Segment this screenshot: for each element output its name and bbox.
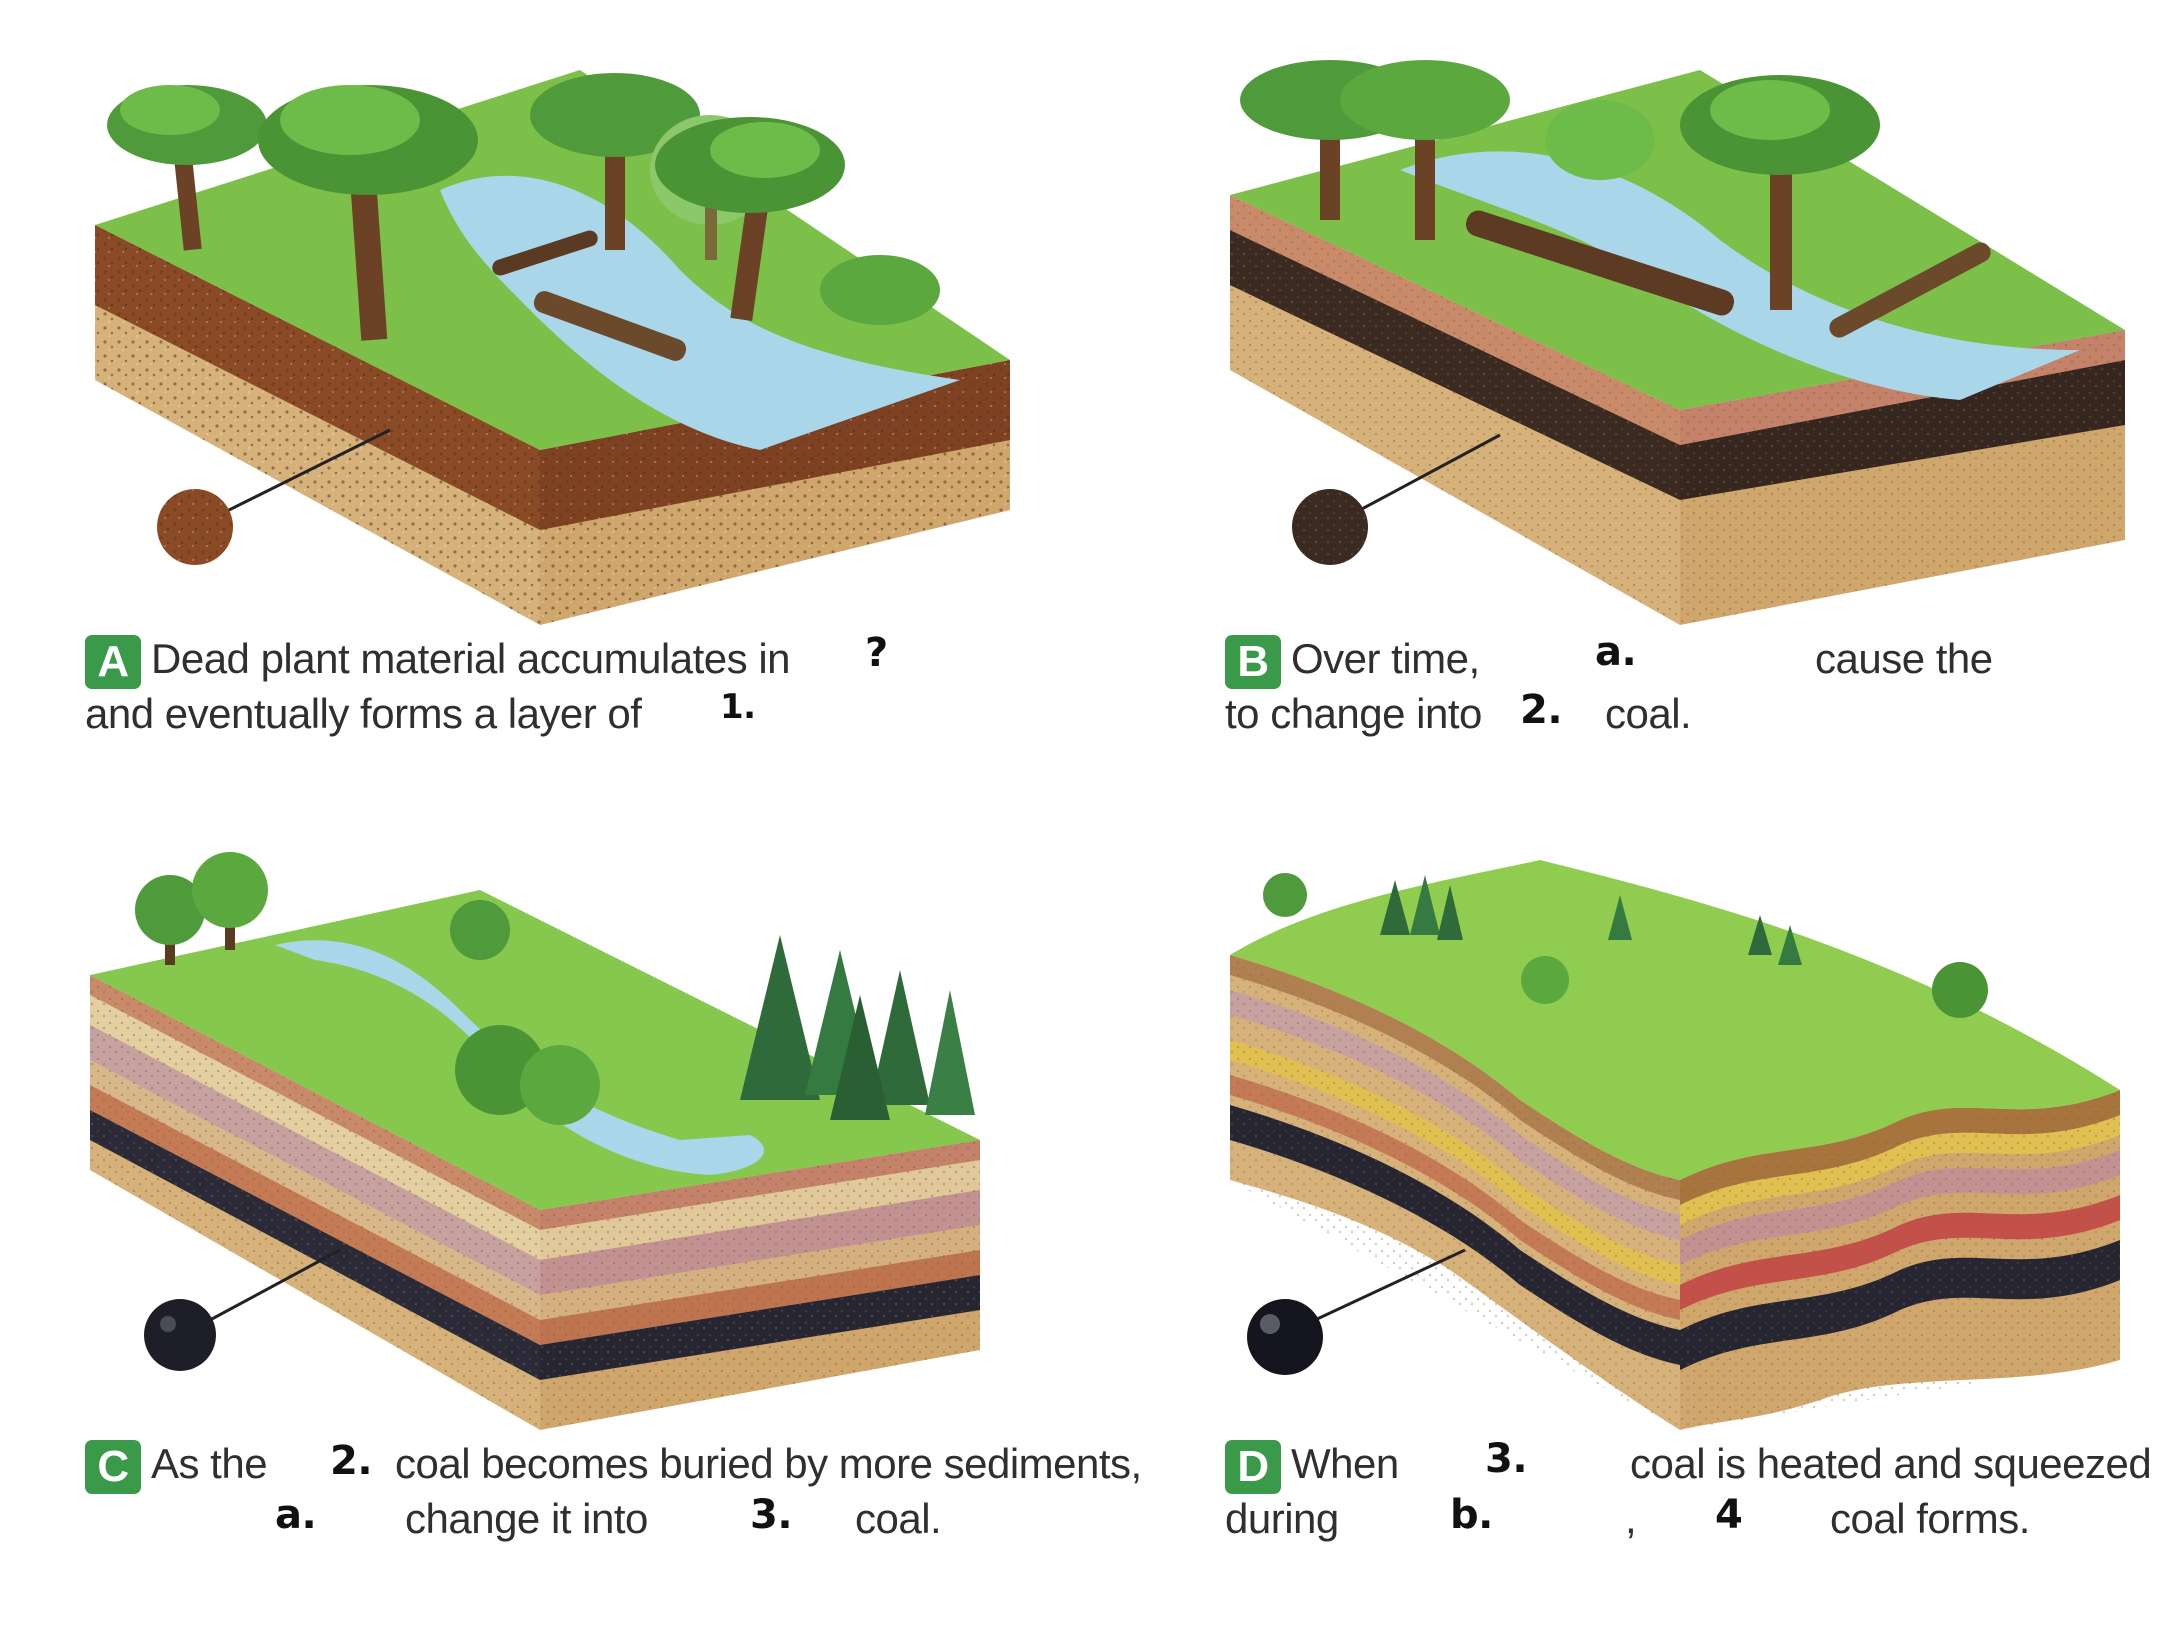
handwritten-mark: ? — [865, 630, 888, 676]
handwritten-mark: 1. — [720, 687, 756, 727]
broadleaf-tree-icon — [450, 900, 510, 960]
pointer-line — [1359, 433, 1501, 512]
swamp-water — [1400, 151, 2080, 400]
bituminous-block-diagram — [90, 852, 980, 1430]
handwritten-mark: 4 — [1715, 1492, 1743, 1538]
conifer-tree-icon — [1380, 875, 1802, 965]
conifer-tree-icon — [740, 935, 975, 1120]
palm-tree-icon — [655, 117, 845, 321]
caption-d-line2b: , — [1625, 1495, 1637, 1542]
anthracite-block-diagram — [1230, 860, 2120, 1430]
anthracite-sample-icon — [1247, 1299, 1323, 1375]
palm-tree-icon — [1340, 60, 1510, 240]
pointer-line — [209, 1248, 341, 1322]
handwritten-mark: 2. — [1520, 687, 1563, 733]
broadleaf-tree-icon — [455, 1025, 600, 1125]
caption-b-line2b: coal. — [1605, 690, 1692, 737]
broadleaf-tree-icon — [1263, 873, 1988, 1018]
palm-tree-icon — [107, 85, 267, 251]
palm-tree-icon — [1680, 75, 1880, 310]
caption-b-line1a: Over time, — [1291, 635, 1480, 682]
river — [275, 940, 765, 1175]
peat-block-diagram — [95, 70, 1010, 625]
badge-d: D — [1225, 1440, 1281, 1494]
handwritten-mark: b. — [1450, 1492, 1493, 1538]
lignite-block-diagram — [1230, 60, 2125, 625]
bituminous-sample-icon — [144, 1299, 216, 1371]
caption-c-line2a: change it into — [405, 1495, 648, 1542]
caption-a-line2: and eventually forms a layer of — [85, 690, 642, 737]
fallen-log — [533, 291, 687, 361]
badge-c: C — [85, 1440, 141, 1494]
handwritten-mark: a. — [1595, 629, 1637, 675]
pointer-line — [224, 428, 391, 514]
badge-b: B — [1225, 635, 1281, 689]
broadleaf-tree-icon — [135, 875, 205, 965]
handwritten-mark: 2. — [330, 1438, 373, 1484]
caption-c-line1a: As the — [151, 1440, 268, 1487]
caption-c-line2b: coal. — [855, 1495, 942, 1542]
caption-d-line2a: during — [1225, 1495, 1339, 1542]
caption-c-line1b: coal becomes buried by more sediments, — [395, 1440, 1142, 1487]
palm-tree-icon — [258, 85, 478, 341]
fallen-log — [1465, 210, 1735, 316]
caption-b-line1b: cause the — [1815, 635, 1993, 682]
handwritten-mark: 3. — [750, 1492, 793, 1538]
fern-icon — [1545, 100, 1655, 180]
fern-icon — [820, 255, 940, 325]
broadleaf-tree-icon — [192, 852, 268, 950]
handwritten-mark: 3. — [1485, 1436, 1528, 1482]
badge-a: A — [85, 635, 141, 689]
caption-b-line2a: to change into — [1225, 690, 1482, 737]
caption-d-line1b: coal is heated and squeezed — [1630, 1440, 2152, 1487]
caption-a-line1: Dead plant material accumulates in — [151, 635, 791, 682]
caption-d-line2c: coal forms. — [1830, 1495, 2030, 1542]
handwritten-mark: a. — [275, 1492, 317, 1538]
palm-tree-icon — [530, 73, 700, 250]
pointer-line — [1314, 1248, 1466, 1322]
caption-d-line1a: When — [1291, 1440, 1399, 1487]
